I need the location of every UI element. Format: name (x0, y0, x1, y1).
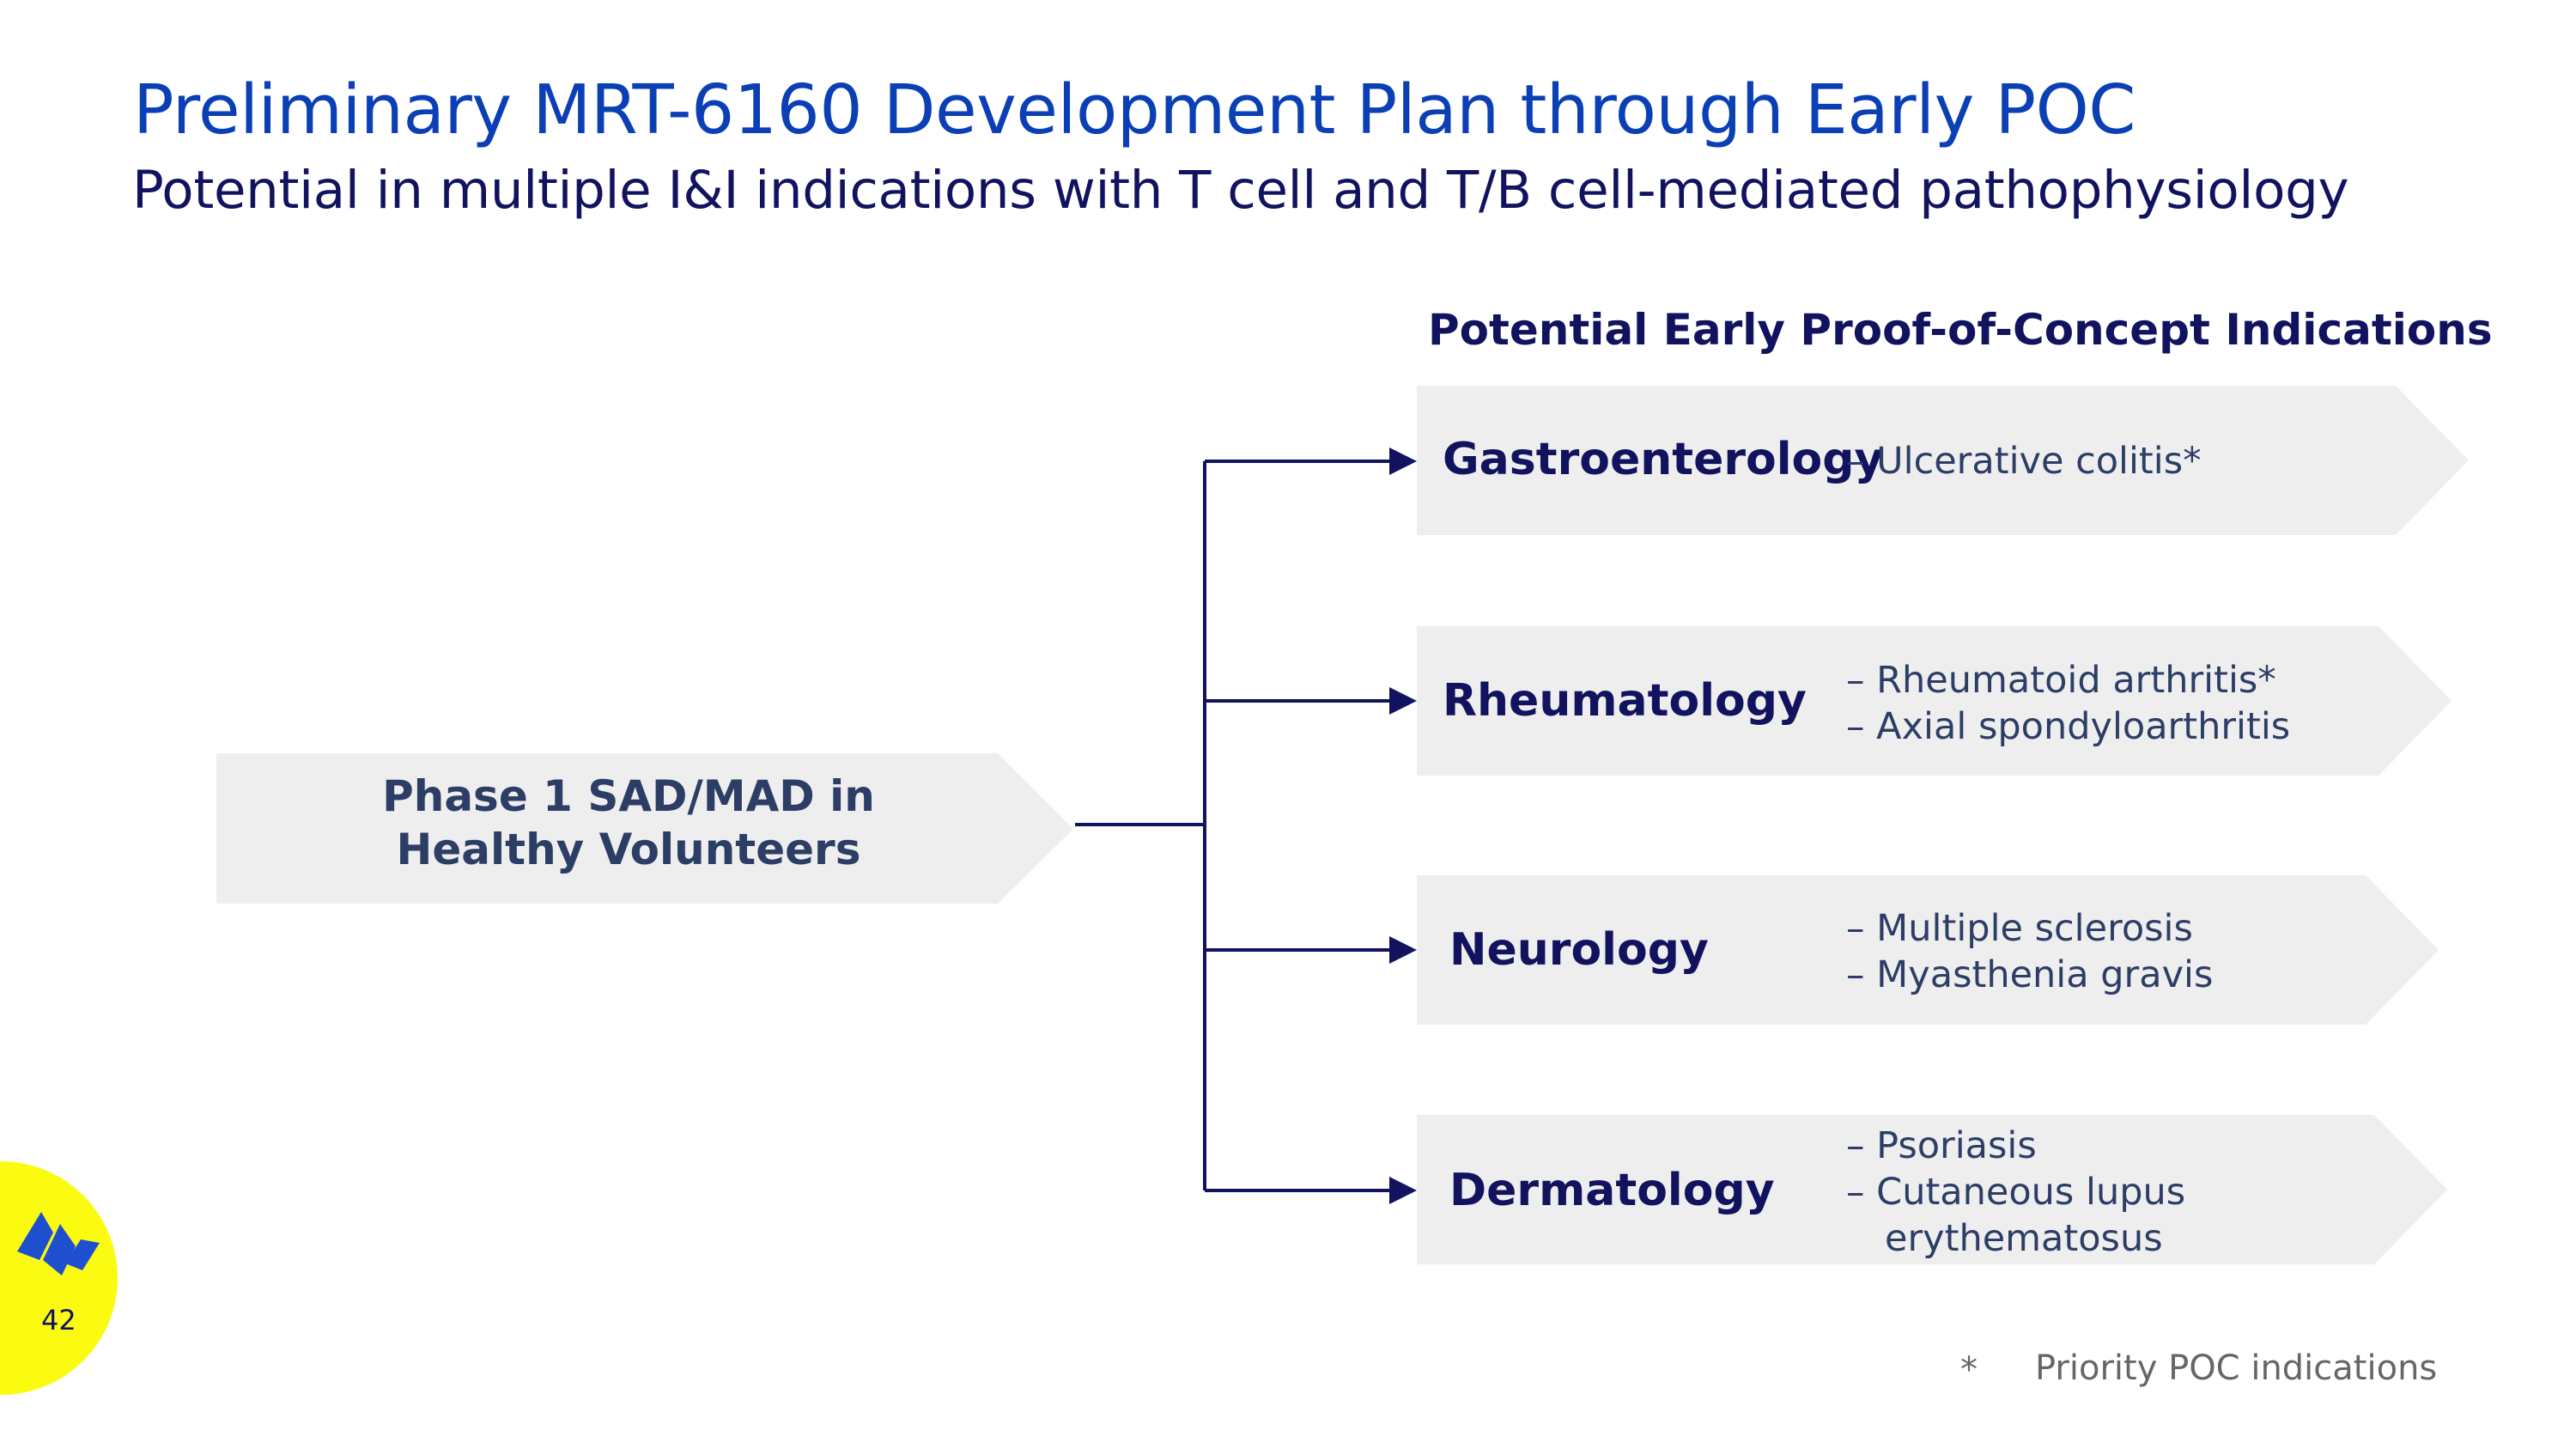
arrow-icon (1389, 687, 1417, 715)
phase-box-label: Phase 1 SAD/MAD in Healthy Volunteers (216, 770, 1041, 876)
indication-item: – Cutaneous lupus (1846, 1171, 2186, 1214)
indication-item: – Axial spondyloarthritis (1846, 705, 2291, 748)
arrow-icon (1389, 447, 1417, 475)
footnote-symbol: * (1960, 1350, 1978, 1390)
phase-box-line1: Phase 1 SAD/MAD in (382, 771, 875, 821)
indication-list-gastroenterology: – Ulcerative colitis* (1846, 438, 2202, 484)
indication-list-neurology: – Multiple sclerosis – Myasthenia gravis (1846, 905, 2213, 998)
arrow-icon (1389, 936, 1417, 964)
footnote-text: Priority POC indications (2035, 1349, 2438, 1388)
page-number: 42 (41, 1304, 76, 1336)
phase-box-line2: Healthy Volunteers (396, 825, 861, 874)
section-heading: Potential Early Proof-of-Concept Indicat… (1428, 305, 2493, 355)
phase-box (216, 753, 1073, 904)
indication-list-dermatology: – Psoriasis – Cutaneous lupus erythemato… (1846, 1123, 2185, 1262)
indication-item: – Rheumatoid arthritis* (1846, 659, 2276, 702)
indication-item: – Psoriasis (1846, 1124, 2037, 1167)
indication-item: – Multiple sclerosis (1846, 907, 2193, 950)
arrow-icon (1389, 1177, 1417, 1204)
indication-box-dermatology (1417, 1115, 2447, 1264)
indication-item: erythematosus (1885, 1217, 2163, 1260)
company-logo-icon (17, 1212, 100, 1275)
category-neurology: Neurology (1449, 924, 1709, 976)
indication-box-gastroenterology (1417, 386, 2469, 535)
page-title: Preliminary MRT-6160 Development Plan th… (133, 70, 2136, 149)
category-gastroenterology: Gastroenterology (1443, 434, 1884, 485)
indication-box-rheumatology (1417, 626, 2451, 776)
category-dermatology: Dermatology (1449, 1165, 1775, 1216)
category-rheumatology: Rheumatology (1443, 675, 1807, 727)
indication-box-neurology (1417, 875, 2439, 1025)
page-subtitle: Potential in multiple I&I indications wi… (132, 160, 2349, 221)
indication-item: – Ulcerative colitis* (1846, 440, 2202, 483)
indication-list-rheumatology: – Rheumatoid arthritis* – Axial spondylo… (1846, 657, 2290, 750)
indication-item: – Myasthenia gravis (1846, 953, 2214, 996)
